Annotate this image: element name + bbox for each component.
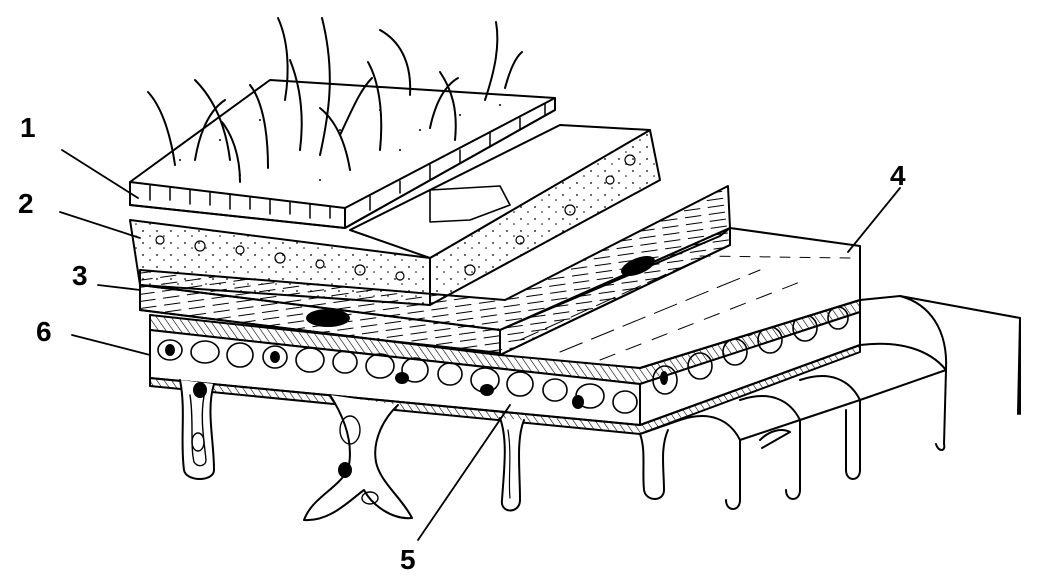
leader-2 — [59, 211, 141, 239]
layer-2-granular — [129, 124, 661, 306]
leader-1 — [61, 149, 139, 199]
label-5: 5 — [400, 544, 416, 575]
label-1: 1 — [20, 112, 36, 143]
layer-1-surface — [129, 17, 556, 229]
label-3: 3 — [72, 260, 88, 291]
label-4: 4 — [890, 160, 906, 191]
leader-lines — [59, 149, 901, 541]
leader-5 — [417, 404, 511, 541]
leader-6 — [71, 334, 151, 356]
layer-6-tissue — [149, 284, 861, 522]
leader-4 — [847, 187, 901, 253]
right-tissue-blocks — [639, 295, 1021, 510]
label-6: 6 — [36, 316, 52, 347]
label-2: 2 — [18, 188, 34, 219]
leader-3 — [97, 284, 141, 291]
